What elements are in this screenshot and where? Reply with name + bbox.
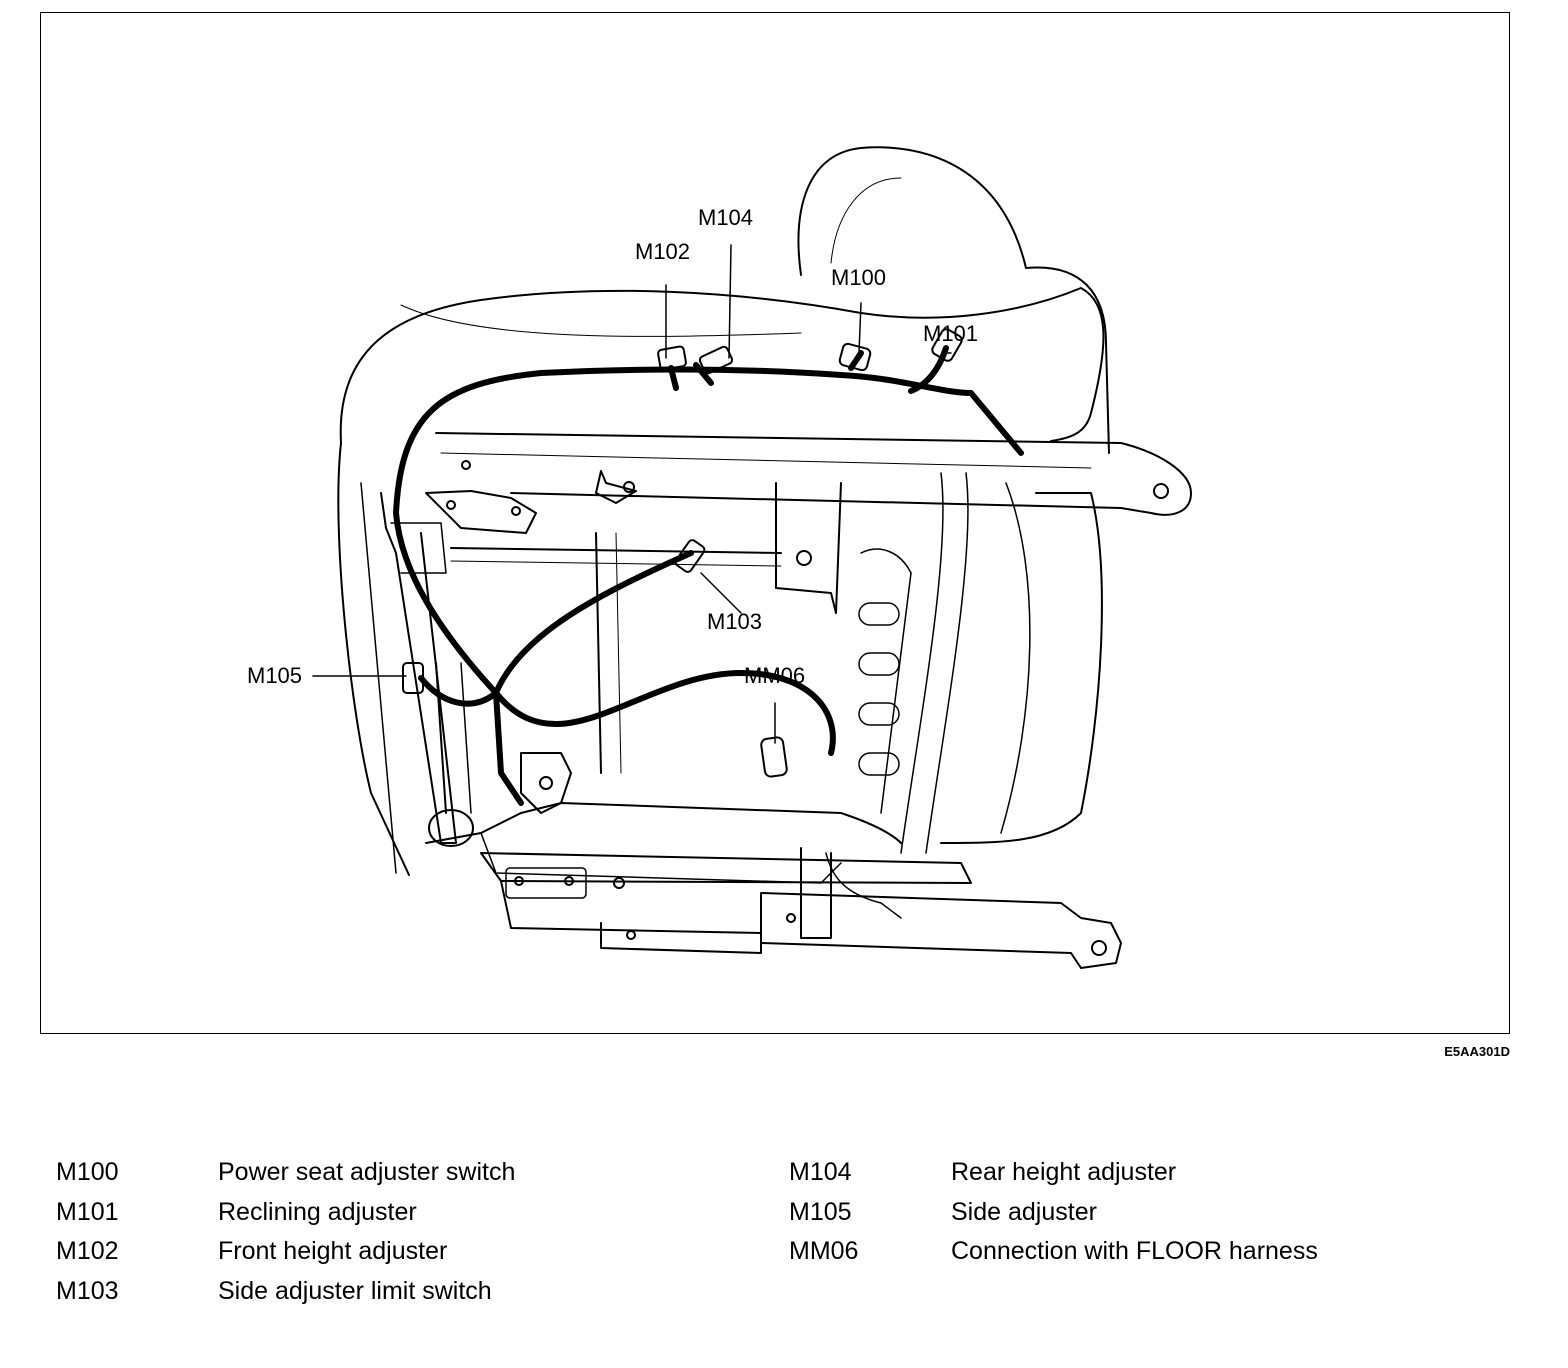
- side-adjuster-motor: [428, 809, 474, 847]
- legend-code: M103: [56, 1276, 119, 1305]
- seat-cushion-front: [337, 442, 410, 876]
- legend-code: M104: [789, 1158, 852, 1186]
- connector-mm06: [760, 736, 788, 778]
- connector-m100: [838, 342, 872, 372]
- legend-row: M105 Side adjuster: [789, 1198, 1318, 1238]
- callout-m104: M104: [698, 205, 754, 230]
- connectors: [402, 328, 963, 778]
- figure-code: E5AA301D: [1444, 1044, 1510, 1059]
- callout-m101: M101: [923, 321, 979, 346]
- seat-cushion-top: [339, 287, 1105, 444]
- connector-m102: [657, 345, 687, 371]
- seat-cushion-edge: [400, 304, 802, 337]
- seat-side-panel: [940, 492, 1103, 844]
- legend-desc: Connection with FLOOR harness: [951, 1237, 1318, 1265]
- side-rail: [380, 492, 457, 844]
- callout-m105: M105: [247, 663, 303, 688]
- lower-bracket: [520, 752, 572, 814]
- leader-lines: [312, 244, 952, 744]
- callout-m100: M100: [831, 265, 887, 290]
- legend-code: M102: [56, 1237, 119, 1265]
- callout-mm06: MM06: [744, 663, 806, 688]
- center-bracket: [775, 482, 842, 614]
- legend-code: M105: [789, 1197, 852, 1226]
- legend-left: M100 Power seat adjuster switch M101 Rec…: [56, 1158, 515, 1316]
- upper-rail: [435, 432, 1192, 516]
- legend-desc: Reclining adjuster: [218, 1197, 417, 1226]
- legend-desc: Front height adjuster: [218, 1237, 448, 1265]
- legend-desc: Rear height adjuster: [951, 1158, 1177, 1186]
- front-bracket: [425, 490, 537, 534]
- legend-row: MM06 Connection with FLOOR harness: [789, 1237, 1318, 1277]
- legend-desc: Side adjuster limit switch: [218, 1276, 492, 1305]
- lower-rail-rear: [760, 892, 1122, 969]
- legend-row: M102 Front height adjuster: [56, 1237, 515, 1277]
- legend-row: M104 Rear height adjuster: [789, 1158, 1318, 1198]
- lower-rail-front: [425, 802, 902, 844]
- legend-desc: Side adjuster: [951, 1197, 1097, 1226]
- seat-backrest-inner: [830, 177, 902, 264]
- callout-m103: M103: [707, 609, 763, 634]
- seat-springs: [858, 472, 969, 854]
- seat-illustration: [312, 146, 1192, 969]
- seat-backrest: [797, 146, 1110, 454]
- legend-right: M104 Rear height adjuster M105 Side adju…: [789, 1158, 1318, 1277]
- wiring-harness: [393, 345, 1024, 806]
- connector-m105: [402, 662, 424, 694]
- connector-m103: [674, 539, 706, 573]
- connector-m101: [931, 328, 963, 362]
- diagram-frame: M104 M102 M100 M101 M103 M105 MM06: [40, 12, 1510, 1034]
- legend-row: M100 Power seat adjuster switch: [56, 1158, 515, 1198]
- legend-row: M103 Side adjuster limit switch: [56, 1277, 515, 1317]
- legend-row: M101 Reclining adjuster: [56, 1198, 515, 1238]
- legend-code: M100: [56, 1158, 119, 1186]
- legend-code: MM06: [789, 1237, 859, 1265]
- legend-desc: Power seat adjuster switch: [218, 1158, 516, 1186]
- callout-m102: M102: [635, 239, 691, 264]
- legend-code: M101: [56, 1197, 119, 1226]
